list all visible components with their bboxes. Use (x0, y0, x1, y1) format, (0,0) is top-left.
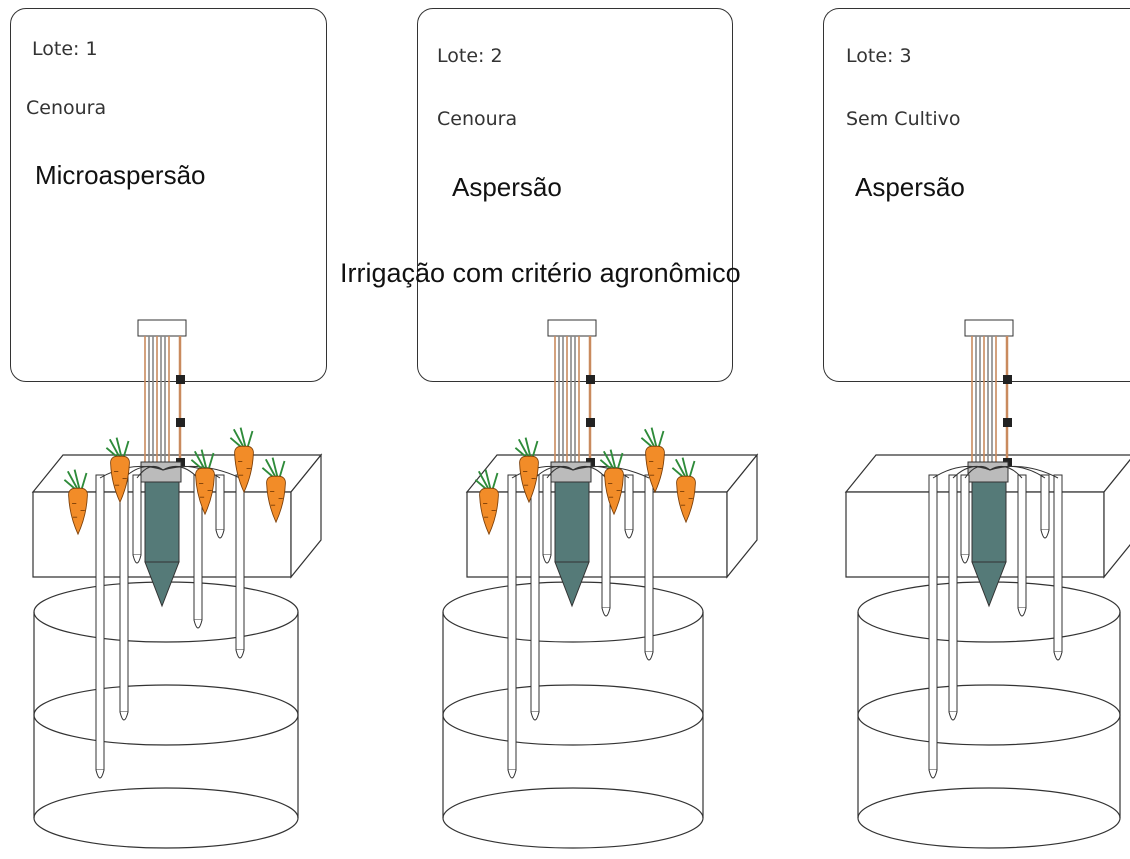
hose (989, 465, 1059, 479)
soil-box-side (290, 453, 322, 579)
carrot-icon (105, 437, 130, 504)
access-tube (1053, 474, 1063, 653)
access-tube (928, 474, 938, 771)
tube-tip (624, 529, 634, 539)
tube-tip (530, 711, 540, 721)
tube-tip (507, 769, 517, 779)
hose (546, 465, 574, 479)
tube-tip (928, 769, 938, 779)
carrot-icon (190, 449, 215, 516)
access-tube (644, 474, 654, 653)
probe-body (144, 481, 180, 563)
access-tube (1017, 474, 1027, 609)
tube-tip (235, 649, 245, 659)
carrot-icon (514, 437, 539, 504)
tube-tip (215, 529, 225, 539)
probe-connector-box (547, 319, 597, 337)
tube-tip (542, 554, 552, 564)
access-tube (507, 474, 517, 771)
tube-tip (132, 554, 142, 564)
lot-label-1: Lote: 1 (32, 38, 98, 60)
cable-clip (1003, 418, 1012, 427)
probe-tip (971, 561, 1007, 608)
lot-label-2: Lote: 2 (437, 45, 503, 67)
cylinder-bottom (442, 787, 704, 849)
carrot-icon (229, 427, 254, 494)
lot-label-3: Lote: 3 (846, 45, 912, 67)
crop-label-2: Cenoura (437, 108, 518, 130)
carrot-icon (63, 469, 88, 536)
access-tube (215, 474, 225, 531)
hose (534, 465, 574, 479)
access-tube (530, 474, 540, 713)
irrigation-label-1: Microaspersão (35, 160, 206, 190)
tube-tip (95, 769, 105, 779)
crop-label-1: Cenoura (26, 97, 107, 119)
cable-clip (586, 375, 595, 384)
probe-body (554, 481, 590, 563)
hose (572, 465, 650, 479)
cylinder-middle (33, 684, 299, 746)
lot-panel-1: Lote: 1 Cenoura Microaspersão (0, 0, 380, 859)
access-tube (235, 474, 245, 651)
tube-tip (1017, 607, 1027, 617)
lot-panel-2: Lote: 2 Cenoura Aspersão (407, 0, 787, 859)
cylinder-middle (857, 684, 1121, 746)
cylinder-bottom (857, 787, 1121, 849)
cylinder-middle (442, 684, 704, 746)
hose (932, 465, 991, 479)
hose (964, 465, 991, 479)
access-tube (960, 474, 970, 556)
probe-head (140, 461, 182, 483)
probe-tip (554, 561, 590, 608)
cable-clip (1003, 375, 1012, 384)
access-tube (119, 474, 129, 713)
access-tube (1040, 474, 1050, 531)
irrigation-label-2: Aspersão (452, 172, 562, 202)
soil-scene-1 (31, 319, 323, 849)
access-tube (948, 474, 958, 713)
access-tube (132, 474, 142, 556)
tube-tip (193, 619, 203, 629)
hose (952, 465, 991, 479)
tube-tip (1053, 651, 1063, 661)
carrot-icon (599, 449, 624, 516)
cable-clip (586, 418, 595, 427)
carrot-icon (640, 427, 665, 494)
tube-tip (644, 651, 654, 661)
probe-tip (144, 561, 180, 608)
access-tube (624, 474, 634, 531)
carrot-icon (474, 469, 499, 536)
hose (99, 465, 164, 479)
carrot-icon (261, 457, 286, 524)
carrot-icon (671, 457, 696, 524)
access-tube (542, 474, 552, 556)
crop-label-3: Sem Cultivo (846, 108, 961, 130)
cylinder-bottom (33, 787, 299, 849)
tube-tip (960, 554, 970, 564)
probe-body (971, 481, 1007, 563)
diagram-title: Irrigação com critério agronômico (340, 258, 741, 288)
soil-scene-3 (844, 319, 1130, 849)
access-tube (95, 474, 105, 771)
soil-box-side (1103, 458, 1130, 579)
hose (136, 465, 164, 479)
probe-connector-box (964, 319, 1014, 337)
tube-tip (601, 607, 611, 617)
cable-clip (176, 375, 185, 384)
soil-box-side (726, 453, 758, 579)
probe-connector-box (137, 319, 187, 337)
cable-clip (176, 418, 185, 427)
probe-head (550, 461, 592, 483)
tube-tip (119, 711, 129, 721)
soil-scene-2 (442, 319, 759, 849)
probe-head (967, 461, 1009, 483)
tube-tip (948, 711, 958, 721)
tube-tip (1040, 529, 1050, 539)
hose (162, 465, 241, 479)
hose (511, 465, 574, 479)
irrigation-label-3: Aspersão (855, 172, 965, 202)
lot-panel-3: Lote: 3 Sem Cultivo Aspersão (813, 0, 1130, 859)
